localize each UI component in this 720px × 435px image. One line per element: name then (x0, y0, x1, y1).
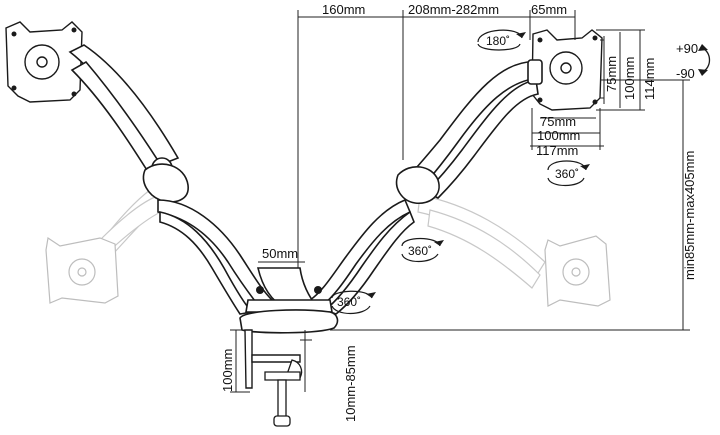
rotation-arrow-360-vesa (547, 160, 590, 187)
base-plate (239, 309, 339, 334)
vesa-h-114-label: 114mm (642, 58, 657, 100)
vesa-w-100-label: 100mm (537, 128, 580, 143)
vesa-w-117-label: 117mm (536, 143, 578, 158)
rotation-arrow-360-base (331, 290, 376, 315)
rotation-180-label: 180˚ (486, 34, 510, 48)
height-range-label: min85mm-max405mm (682, 151, 697, 280)
rotation-360-base-label: 360˚ (337, 295, 361, 309)
left-vesa-plate (5, 21, 83, 103)
rotation-arrow-360-arm (401, 237, 444, 263)
rotation-360-vesa-label: 360˚ (555, 167, 579, 181)
center-pole (245, 267, 333, 313)
rotation-arrow-180 (477, 29, 526, 51)
pole-width-label: 50mm (262, 246, 298, 261)
tilt-arrow (698, 44, 711, 76)
vesa-w-75-label: 75mm (540, 114, 576, 129)
arm-range-label: 208mm-282mm (408, 2, 499, 17)
vesa-h-100-label: 100mm (622, 57, 637, 100)
left-upper-arm (68, 44, 180, 179)
clamp-dimension-lines (230, 329, 312, 393)
tilt-plus-label: +90 (676, 41, 698, 56)
right-elbow-joint (395, 166, 440, 205)
ghost-left-vesa-plate (45, 236, 119, 304)
rotation-360-arm-label: 360˚ (408, 244, 432, 258)
desk-clamp (244, 329, 303, 427)
arm-reach-label: 160mm (322, 2, 365, 17)
vesa-h-75-label: 75mm (604, 56, 619, 92)
top-dimension-lines (297, 10, 576, 268)
tilt-minus-label: -90 (676, 66, 695, 81)
right-vesa-plate (531, 29, 603, 111)
right-lower-arm (308, 198, 415, 315)
height-dimension-line (330, 79, 690, 331)
ghost-right-arm (417, 194, 546, 289)
left-elbow-joint (142, 163, 189, 203)
vesa-offset-label: 65mm (531, 2, 567, 17)
ghost-right-vesa-plate (544, 235, 611, 307)
left-lower-arm (157, 199, 274, 315)
clamp-height-label: 100mm (220, 349, 235, 392)
desk-thickness-label: 10mm-85mm (343, 345, 358, 422)
vesa-dimension-lines (530, 29, 645, 150)
